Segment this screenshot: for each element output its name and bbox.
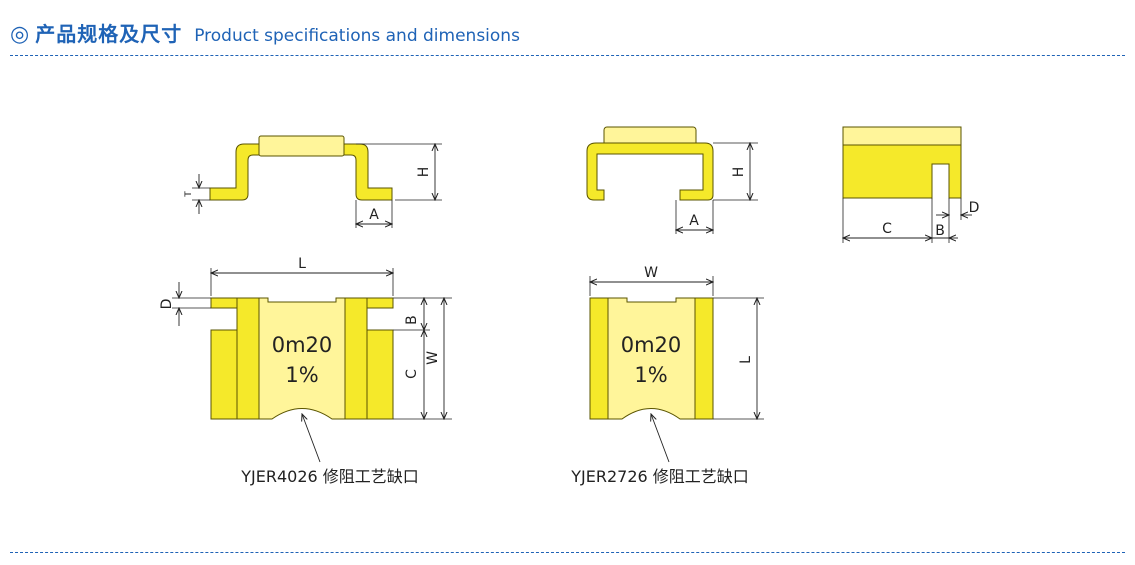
section-title-cn: 产品规格及尺寸 <box>35 22 183 46</box>
middle-top-value-line1: 0m20 <box>621 333 682 357</box>
left-top-dim-C: C <box>404 369 420 379</box>
left-top-resistor-body <box>258 297 346 420</box>
middle-top-dim-W: W <box>644 265 658 281</box>
middle-side-terminal <box>586 142 714 201</box>
middle-top-strip-right <box>694 297 714 420</box>
right-side-terminal <box>842 144 962 199</box>
right-side-dim-C: C <box>882 221 892 237</box>
bottom-divider <box>10 552 1125 553</box>
left-top-dim-L: L <box>298 256 306 272</box>
left-side-dim-A: A <box>369 207 379 223</box>
section-header: ◎ 产品规格及尺寸 Product specifications and dim… <box>10 18 520 48</box>
middle-top-dim-L: L <box>738 356 754 364</box>
left-top-inner-right <box>344 297 368 420</box>
middle-top-caption: YJER2726 修阻工艺缺口 <box>570 467 749 486</box>
left-side-dim-H: H <box>416 167 432 178</box>
middle-top-leader-line <box>651 414 670 463</box>
middle-top-view: 0m20 1% W L YJER2726 修阻工艺缺口 <box>570 265 764 486</box>
left-top-dim-B: B <box>404 315 420 325</box>
section-title-en: Product specifications and dimensions <box>194 26 520 46</box>
left-side-terminal <box>209 143 393 201</box>
left-top-leader-line <box>302 414 321 463</box>
left-side-body <box>258 135 345 157</box>
top-divider <box>10 55 1125 56</box>
middle-top-strip-left <box>589 297 609 420</box>
left-top-caption: YJER4026 修阻工艺缺口 <box>240 467 419 486</box>
left-top-inner-left <box>236 297 260 420</box>
middle-side-dim-A: A <box>689 213 699 229</box>
left-top-view: 0m20 1% L D B C W YJER4026 修阻工艺缺口 <box>159 256 452 486</box>
left-top-outer-left <box>210 329 238 420</box>
middle-top-resistor-body <box>607 297 696 420</box>
left-side-dim-T: T <box>184 191 194 198</box>
left-top-value-line1: 0m20 <box>272 333 333 357</box>
middle-side-view: H A <box>586 126 758 234</box>
right-side-view: C B D <box>842 126 980 243</box>
middle-side-dim-H: H <box>731 167 747 178</box>
right-side-dim-B: B <box>935 223 945 239</box>
double-circle-icon: ◎ <box>10 22 30 47</box>
middle-top-value-line2: 1% <box>634 363 667 387</box>
left-top-dim-D: D <box>159 299 175 310</box>
left-top-dim-W: W <box>425 351 441 365</box>
right-side-body <box>842 126 962 146</box>
left-top-value-line2: 1% <box>285 363 318 387</box>
right-side-dim-D: D <box>969 200 980 216</box>
left-top-outer-right <box>366 329 394 420</box>
left-side-view: H A T <box>184 135 442 228</box>
